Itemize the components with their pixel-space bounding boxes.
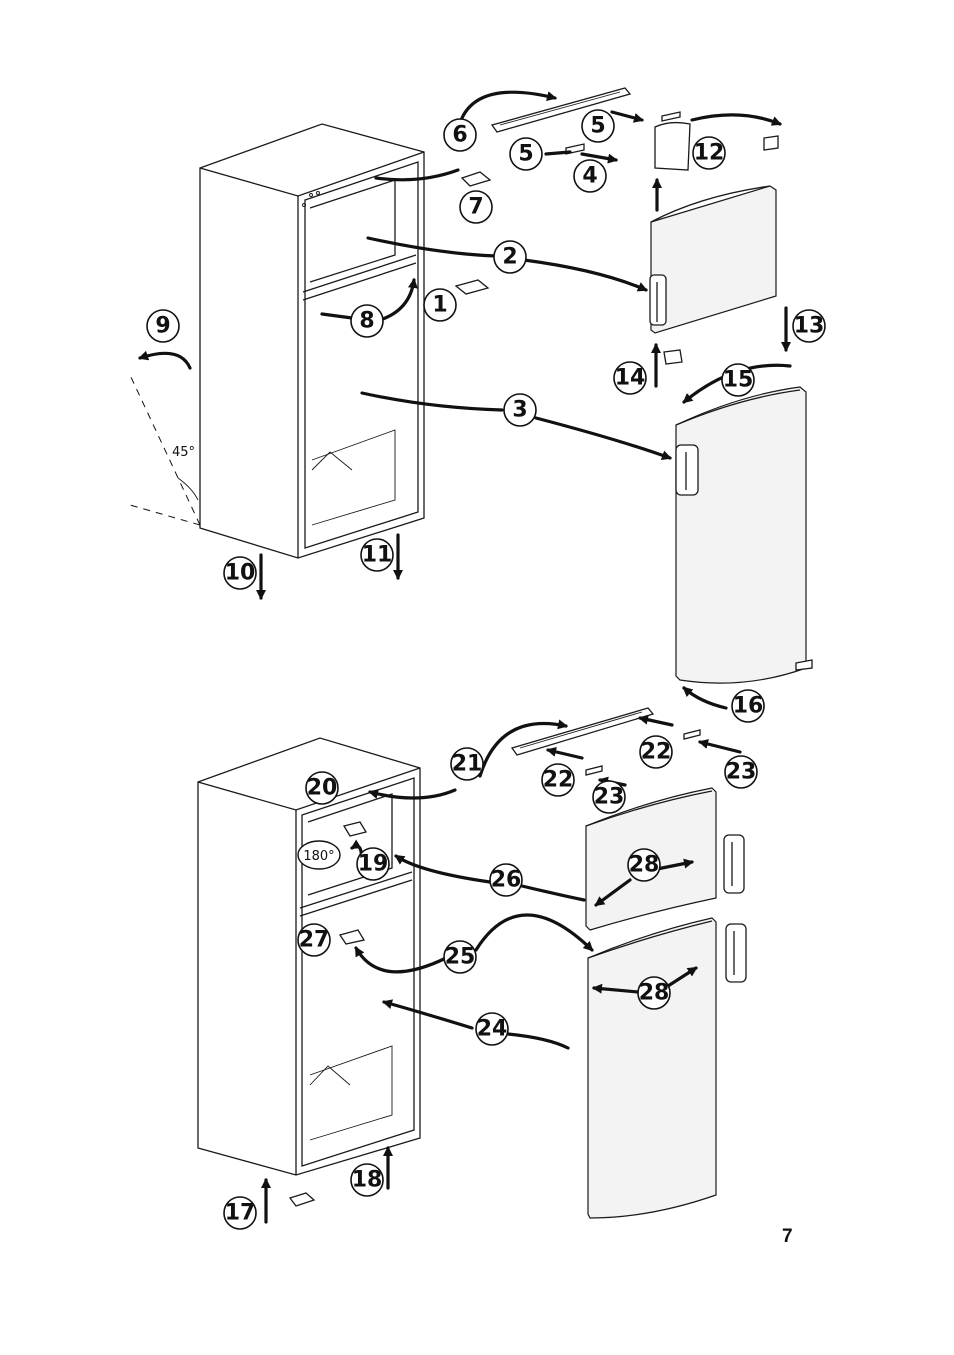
small-parts-top [454, 111, 813, 671]
callout-11: 11 [360, 538, 394, 572]
callout-22a: 22 [639, 735, 673, 769]
hinge-cover-top [490, 87, 632, 133]
svg-text:5: 5 [518, 142, 533, 167]
svg-text:18: 18 [352, 1168, 383, 1193]
callout-22b: 22 [541, 763, 575, 797]
svg-text:27: 27 [299, 928, 330, 953]
callout-17: 17 [223, 1196, 257, 1230]
callout-13: 13 [792, 309, 826, 343]
svg-text:7: 7 [468, 195, 483, 220]
callout-14: 14 [613, 361, 647, 395]
callout-18: 18 [350, 1163, 384, 1197]
callout-12: 12 [692, 136, 726, 170]
svg-text:19: 19 [358, 852, 389, 877]
svg-text:16: 16 [733, 694, 764, 719]
callout-5b: 5 [509, 137, 543, 171]
lower-fridge-door [675, 386, 807, 684]
svg-text:12: 12 [694, 141, 725, 166]
svg-text:20: 20 [307, 776, 338, 801]
callout-27: 27 [297, 923, 331, 957]
lower-cabinet [197, 737, 421, 1176]
svg-text:15: 15 [723, 368, 754, 393]
svg-text:26: 26 [491, 868, 522, 893]
upper-freezer-door [649, 185, 777, 334]
svg-text:9: 9 [155, 314, 170, 339]
svg-text:6: 6 [452, 123, 467, 148]
callout-16: 16 [731, 689, 765, 723]
assembly-arrows-top [138, 90, 792, 710]
svg-text:25: 25 [445, 945, 476, 970]
callout-24: 24 [475, 1012, 509, 1046]
svg-text:24: 24 [477, 1017, 508, 1042]
callout-25: 25 [443, 940, 477, 974]
svg-text:1: 1 [432, 293, 447, 318]
callout-28a: 28 [627, 848, 661, 882]
svg-text:4: 4 [582, 164, 597, 189]
svg-text:13: 13 [794, 314, 825, 339]
rotation-label: 180° [297, 840, 341, 870]
svg-text:14: 14 [615, 366, 646, 391]
svg-text:2: 2 [502, 245, 517, 270]
callout-10: 10 [223, 556, 257, 590]
hinge-cover-bottom [510, 707, 701, 776]
svg-text:11: 11 [362, 543, 393, 568]
svg-text:10: 10 [225, 561, 256, 586]
callout-9: 9 [146, 309, 180, 343]
svg-text:3: 3 [512, 398, 527, 423]
svg-text:22: 22 [641, 740, 672, 765]
callout-21: 21 [450, 747, 484, 781]
callout-28b: 28 [637, 976, 671, 1010]
svg-text:28: 28 [639, 981, 670, 1006]
svg-text:5: 5 [590, 114, 605, 139]
svg-text:23: 23 [594, 785, 625, 810]
tilt-angle-indicator: 45° [129, 374, 201, 526]
callout-23a: 23 [724, 755, 758, 789]
svg-text:21: 21 [452, 752, 483, 777]
svg-text:28: 28 [629, 853, 660, 878]
callout-6: 6 [443, 118, 477, 152]
callout-7: 7 [459, 190, 493, 224]
callout-2: 2 [493, 240, 527, 274]
callout-1: 1 [423, 288, 457, 322]
svg-text:17: 17 [225, 1201, 256, 1226]
small-parts-bottom [288, 821, 368, 1207]
page-number: 7 [782, 1226, 793, 1247]
callout-15: 15 [721, 363, 755, 397]
callout-23b: 23 [592, 780, 626, 814]
svg-text:8: 8 [359, 309, 374, 334]
door-handles [723, 834, 747, 983]
svg-text:180°: 180° [303, 849, 334, 864]
callout-20: 20 [305, 771, 339, 805]
callout-19: 19 [356, 847, 390, 881]
assembly-arrows-bottom [261, 714, 742, 1224]
callout-8: 8 [350, 304, 384, 338]
svg-text:22: 22 [543, 768, 574, 793]
callout-26: 26 [489, 863, 523, 897]
angle-label: 45° [172, 445, 195, 460]
callout-5a: 5 [581, 109, 615, 143]
svg-text:23: 23 [726, 760, 757, 785]
callout-4: 4 [573, 159, 607, 193]
upper-cabinet [199, 123, 425, 559]
callout-3: 3 [503, 393, 537, 427]
